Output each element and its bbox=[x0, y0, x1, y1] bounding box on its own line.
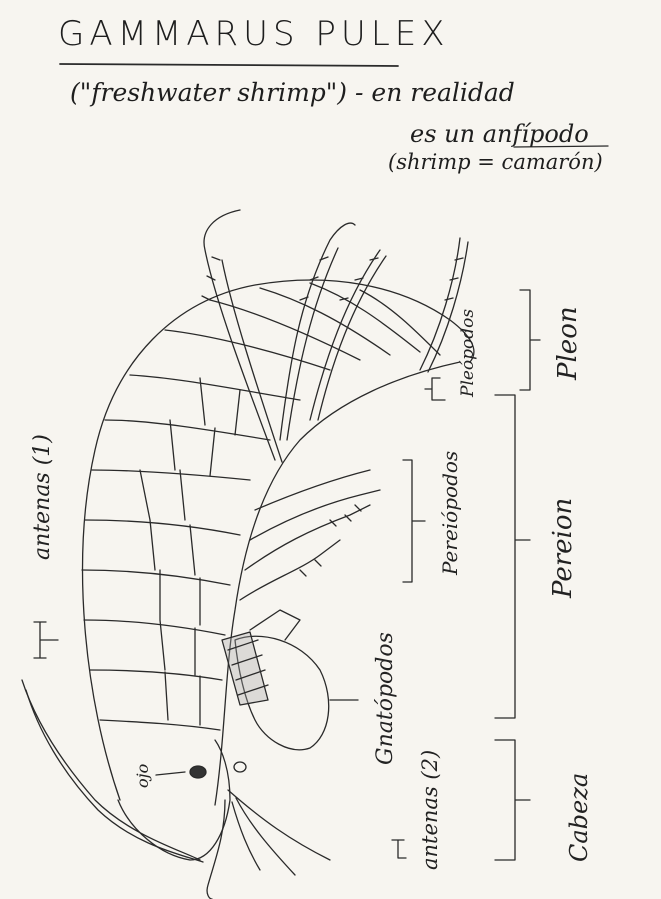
page-title: GAMMARUS PULEX bbox=[58, 14, 450, 54]
label-cabeza: Cabeza bbox=[565, 773, 593, 862]
note-line-3: (shrimp = camarón) bbox=[388, 150, 603, 174]
head-outline bbox=[118, 740, 230, 860]
label-pereion: Pereion bbox=[548, 498, 578, 598]
bracket-pleon bbox=[520, 290, 540, 390]
label-pleon: Pleon bbox=[553, 306, 583, 380]
label-antenas-1: antenas (1) bbox=[30, 434, 55, 560]
bracket-cabeza bbox=[495, 740, 530, 860]
eye bbox=[190, 766, 206, 778]
antenna-2 bbox=[207, 800, 225, 899]
pointer-ojo bbox=[156, 772, 185, 775]
label-antenas-2: antenas (2) bbox=[418, 750, 442, 870]
label-pereiopodos: Pereiópodos bbox=[438, 451, 462, 575]
bracket-pereiopodos bbox=[403, 460, 425, 582]
note-line-2: es un anfípodo bbox=[410, 120, 589, 148]
note-line-1: ("freshwater shrimp") - en realidad bbox=[70, 78, 515, 107]
label-ojo: ojo bbox=[133, 764, 152, 788]
body-ventral-outline bbox=[215, 362, 460, 805]
bracket-antenas2 bbox=[392, 840, 406, 858]
bracket-antenas1 bbox=[34, 622, 58, 658]
pereiopod bbox=[240, 540, 340, 600]
bracket-pleopodos bbox=[425, 378, 445, 400]
title-underline bbox=[60, 64, 398, 66]
bracket-pereion bbox=[495, 395, 530, 718]
label-gnatopodos: Gnatópodos bbox=[373, 632, 398, 765]
label-pleopodos: Pleópodos bbox=[458, 309, 478, 397]
